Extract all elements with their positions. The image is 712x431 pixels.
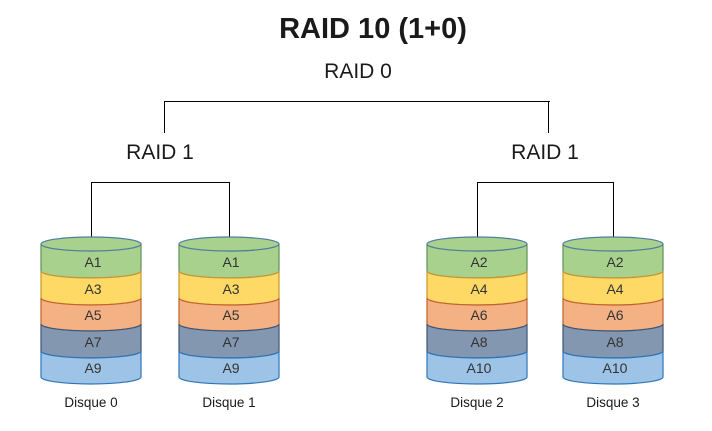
disk-1-band-4 [178,350,280,385]
disk-2-name-label: Disque 2 [450,395,504,410]
disk-1-segment-label-4: A9 [222,360,239,376]
disk-3-segment-label-4: A10 [603,360,628,376]
disk-1-segment-label-2: A5 [222,307,239,323]
disk-2-segment-label-0: A2 [470,254,487,270]
disk-1-name-label: Disque 1 [202,395,256,410]
disk-2-segment-label-4: A10 [467,360,492,376]
disk-0-segment-label-3: A7 [84,334,101,350]
raid1-right-bracket-drop-to-disk3 [613,182,615,237]
disk-3-segment-label-0: A2 [606,254,623,270]
disk-2-segment-label-2: A6 [470,307,487,323]
raid1-right-node-label: RAID 1 [511,141,579,164]
raid1-right-bracket-drop-to-disk2 [477,182,479,237]
disk-3-name-label: Disque 3 [586,395,640,410]
disk-0-segment-label-2: A5 [84,307,101,323]
disk-0-band-4 [40,350,142,385]
disk-3-top-ellipse [562,236,664,252]
disk-2: A2 A4 A6 A8 A10 Disque 2 [425,236,529,410]
raid0-bracket-left-drop-line [164,101,166,133]
disk-0-segment-label-0: A1 [84,254,101,270]
disk-0: A1 A3 A5 A7 A9 Disque 0 [39,236,143,410]
disk-3-segment-label-3: A8 [606,334,623,350]
raid1-left-bracket-drop-to-disk0 [91,182,93,237]
raid1-left-bracket-horizontal-line [91,182,230,184]
disk-3-band-4 [562,350,664,385]
disk-2-band-4 [426,350,528,385]
raid1-left-bracket-drop-to-disk1 [229,182,231,237]
disk-1-top-ellipse [178,236,280,252]
raid0-node-label: RAID 0 [324,60,392,83]
raid1-right-bracket-horizontal-line [477,182,614,184]
disk-2-segment-label-1: A4 [470,281,487,297]
disk-3-cylinder-icon: A2 A4 A6 A8 A10 [562,236,664,385]
disk-1-segment-label-3: A7 [222,334,239,350]
disk-1-segment-label-1: A3 [222,281,239,297]
raid0-bracket-horizontal-line [164,101,550,103]
disk-1-cylinder-icon: A1 A3 A5 A7 A9 [178,236,280,385]
disk-1: A1 A3 A5 A7 A9 Disque 1 [177,236,281,410]
disk-3-segment-label-2: A6 [606,307,623,323]
disk-0-name-label: Disque 0 [64,395,118,410]
disk-1-segment-label-0: A1 [222,254,239,270]
raid0-bracket-right-drop-line [548,101,550,133]
disk-0-segment-label-1: A3 [84,281,101,297]
disk-0-top-ellipse [40,236,142,252]
disk-3-segment-label-1: A4 [606,281,623,297]
disk-2-top-ellipse [426,236,528,252]
disk-3: A2 A4 A6 A8 A10 Disque 3 [561,236,665,410]
raid1-left-node-label: RAID 1 [126,141,194,164]
disk-0-segment-label-4: A9 [84,360,101,376]
disk-2-segment-label-3: A8 [470,334,487,350]
disk-0-cylinder-icon: A1 A3 A5 A7 A9 [40,236,142,385]
page-title: RAID 10 (1+0) [279,13,467,45]
disk-2-cylinder-icon: A2 A4 A6 A8 A10 [426,236,528,385]
